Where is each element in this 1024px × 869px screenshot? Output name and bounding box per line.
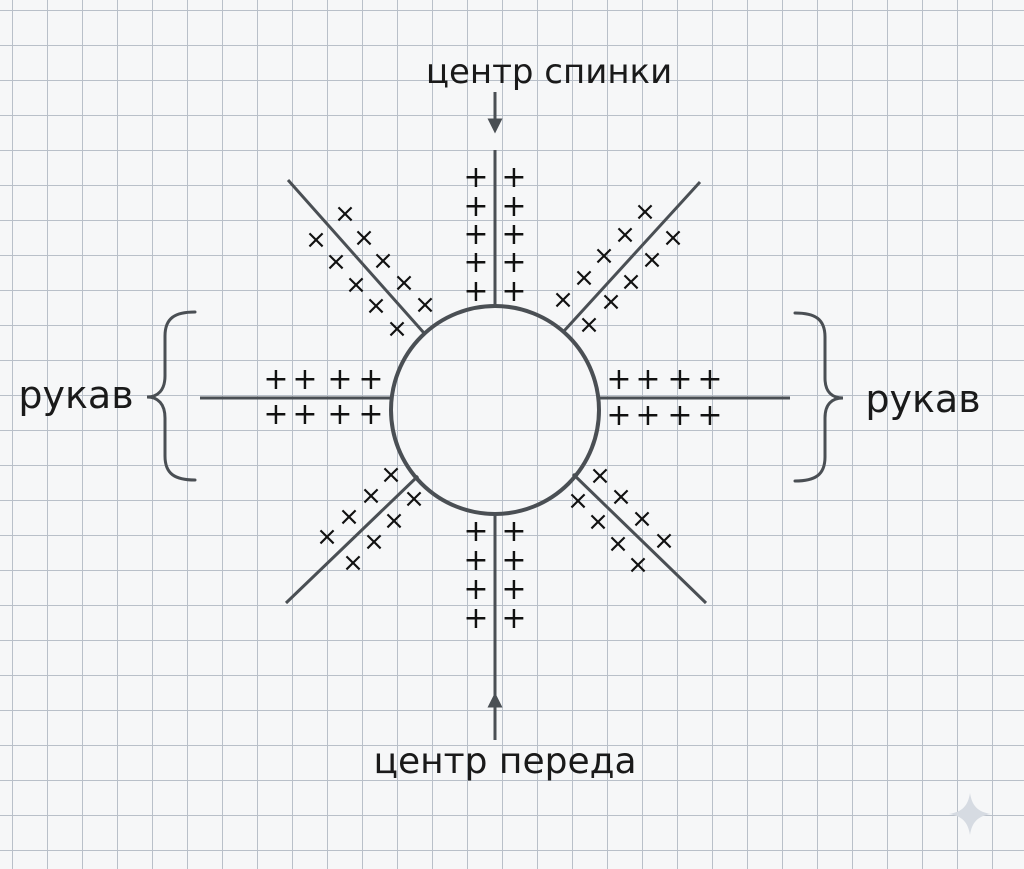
front-center-label: центр переда bbox=[373, 741, 636, 782]
plus-mark: + bbox=[463, 572, 488, 607]
plus-mark: + bbox=[501, 160, 526, 195]
stitch-marks: ++++++++++++++++++++++++++++++++++××××××… bbox=[263, 160, 722, 636]
cross-mark: × bbox=[342, 548, 364, 578]
sleeve-right-label: рукав bbox=[865, 377, 980, 421]
cross-mark: × bbox=[589, 461, 611, 491]
cross-mark: × bbox=[610, 482, 632, 512]
plus-mark: + bbox=[463, 543, 488, 578]
sleeve-left-label: рукав bbox=[18, 373, 133, 417]
cross-mark: × bbox=[641, 245, 663, 275]
raglan-line-lower-left bbox=[284, 474, 420, 605]
cross-mark: × bbox=[403, 484, 425, 514]
cross-mark: × bbox=[393, 268, 415, 298]
plus-mark: + bbox=[697, 362, 722, 397]
plus-mark: + bbox=[292, 362, 317, 397]
cross-mark: × bbox=[567, 486, 589, 516]
plus-mark: + bbox=[463, 514, 488, 549]
cross-mark: × bbox=[316, 522, 338, 552]
plus-mark: + bbox=[358, 362, 383, 397]
plus-mark: + bbox=[606, 398, 631, 433]
cross-mark: × bbox=[653, 526, 675, 556]
cross-mark: × bbox=[552, 285, 574, 315]
brace-right bbox=[793, 311, 844, 483]
brace-left bbox=[146, 310, 197, 482]
plus-mark: + bbox=[667, 362, 692, 397]
cross-mark: × bbox=[578, 310, 600, 340]
cross-mark: × bbox=[338, 502, 360, 532]
plus-mark: + bbox=[463, 160, 488, 195]
plus-mark: + bbox=[697, 398, 722, 433]
cross-mark: × bbox=[363, 527, 385, 557]
cross-mark: × bbox=[353, 223, 375, 253]
cross-mark: × bbox=[372, 246, 394, 276]
cross-mark: × bbox=[662, 223, 684, 253]
plus-mark: + bbox=[463, 217, 488, 252]
plus-mark: + bbox=[463, 245, 488, 280]
plus-mark: + bbox=[501, 217, 526, 252]
plus-mark: + bbox=[635, 398, 660, 433]
plus-mark: + bbox=[501, 274, 526, 309]
neckline-circle bbox=[389, 304, 601, 516]
cross-mark: × bbox=[634, 197, 656, 227]
cross-mark: × bbox=[380, 460, 402, 490]
cross-mark: × bbox=[607, 529, 629, 559]
plus-mark: + bbox=[606, 362, 631, 397]
cross-mark: × bbox=[614, 220, 636, 250]
cross-mark: × bbox=[305, 225, 327, 255]
plus-mark: + bbox=[327, 362, 352, 397]
plus-mark: + bbox=[463, 189, 488, 224]
cross-mark: × bbox=[360, 481, 382, 511]
plus-mark: + bbox=[292, 397, 317, 432]
cross-mark: × bbox=[620, 267, 642, 297]
cross-mark: × bbox=[345, 270, 367, 300]
cross-mark: × bbox=[600, 287, 622, 317]
plus-mark: + bbox=[635, 362, 660, 397]
plus-mark: + bbox=[263, 397, 288, 432]
raglan-line-upper-right bbox=[562, 180, 702, 333]
plus-mark: + bbox=[501, 543, 526, 578]
cross-mark: × bbox=[573, 263, 595, 293]
cross-mark: × bbox=[587, 507, 609, 537]
plus-mark: + bbox=[501, 572, 526, 607]
plus-mark: + bbox=[501, 514, 526, 549]
cross-mark: × bbox=[386, 314, 408, 344]
cross-mark: × bbox=[325, 247, 347, 277]
raglan-line-upper-left bbox=[286, 179, 426, 334]
cross-mark: × bbox=[631, 504, 653, 534]
cross-mark: × bbox=[365, 291, 387, 321]
plus-mark: + bbox=[358, 397, 383, 432]
raglan-line-lower-right bbox=[571, 472, 708, 605]
plus-mark: + bbox=[501, 245, 526, 280]
cross-mark: × bbox=[627, 550, 649, 580]
plus-mark: + bbox=[327, 397, 352, 432]
back-center-label: центр спинки bbox=[426, 52, 672, 92]
cross-mark: × bbox=[414, 290, 436, 320]
plus-mark: + bbox=[263, 362, 288, 397]
plus-mark: + bbox=[463, 601, 488, 636]
cross-mark: × bbox=[593, 241, 615, 271]
plus-mark: + bbox=[667, 398, 692, 433]
plus-mark: + bbox=[501, 189, 526, 224]
cross-mark: × bbox=[383, 506, 405, 536]
sparkle-icon bbox=[949, 793, 991, 835]
plus-mark: + bbox=[463, 274, 488, 309]
cross-mark: × bbox=[334, 199, 356, 229]
plus-mark: + bbox=[501, 601, 526, 636]
